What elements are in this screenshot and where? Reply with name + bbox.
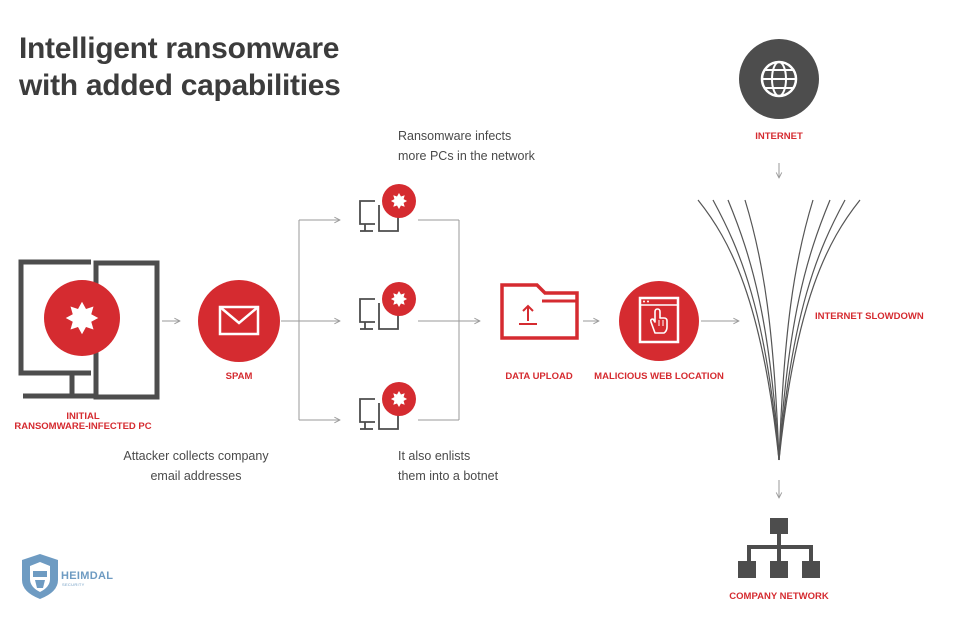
globe-icon <box>739 39 819 119</box>
burst-icon <box>65 301 99 335</box>
burst-icon <box>390 390 408 408</box>
note-collect-emails: Attacker collects company email addresse… <box>106 446 286 486</box>
burst-icon <box>390 192 408 210</box>
title-line-1: Intelligent ransomware <box>19 32 340 65</box>
note-botnet: It also enlists them into a botnet <box>398 446 498 486</box>
initial-pc-label: INITIAL RANSOMWARE-INFECTED PC <box>10 412 156 432</box>
note-infects-more: Ransomware infects more PCs in the netwo… <box>398 126 535 166</box>
malicious-web-location-label: MALICIOUS WEB LOCATION <box>594 371 724 382</box>
logo-name: HEIMDAL <box>61 570 114 582</box>
infected-pc-middle <box>359 282 416 330</box>
note-botnet-line-1: It also enlists <box>398 449 471 463</box>
page-title: Intelligent ransomware with added capabi… <box>19 30 341 104</box>
folder-upload-icon <box>500 283 579 340</box>
shield-helmet-icon <box>22 554 58 599</box>
note-infects-line-2: more PCs in the network <box>398 149 535 163</box>
envelope-icon <box>218 305 260 336</box>
note-botnet-line-2: them into a botnet <box>398 469 499 483</box>
infected-pc-bottom <box>359 382 416 430</box>
company-network-label: COMPANY NETWORK <box>729 591 829 602</box>
note-infects-line-1: Ransomware infects <box>398 129 512 143</box>
infected-pc-icon <box>18 259 160 400</box>
spam-icon <box>198 280 280 362</box>
browser-hand-icon <box>619 281 699 361</box>
logo-sub: SECURITY <box>62 582 85 587</box>
infected-pc-top <box>359 184 416 232</box>
data-upload-label: DATA UPLOAD <box>505 371 573 382</box>
network-hierarchy-icon <box>738 518 820 578</box>
branch-lines-left <box>281 220 340 420</box>
internet-slowdown-label: INTERNET SLOWDOWN <box>815 311 924 322</box>
spam-label: SPAM <box>225 371 253 382</box>
note-collect-line-2: email addresses <box>150 469 242 483</box>
slowdown-funnel <box>697 199 861 461</box>
merge-lines-right <box>418 219 480 421</box>
initial-pc-label-line-1: INITIAL <box>66 411 100 422</box>
burst-icon <box>390 290 408 308</box>
internet-label: INTERNET <box>755 131 803 142</box>
initial-pc-label-line-2: RANSOMWARE-INFECTED PC <box>14 421 152 432</box>
title-line-2: with added capabilities <box>19 69 341 102</box>
note-collect-line-1: Attacker collects company <box>123 449 269 463</box>
